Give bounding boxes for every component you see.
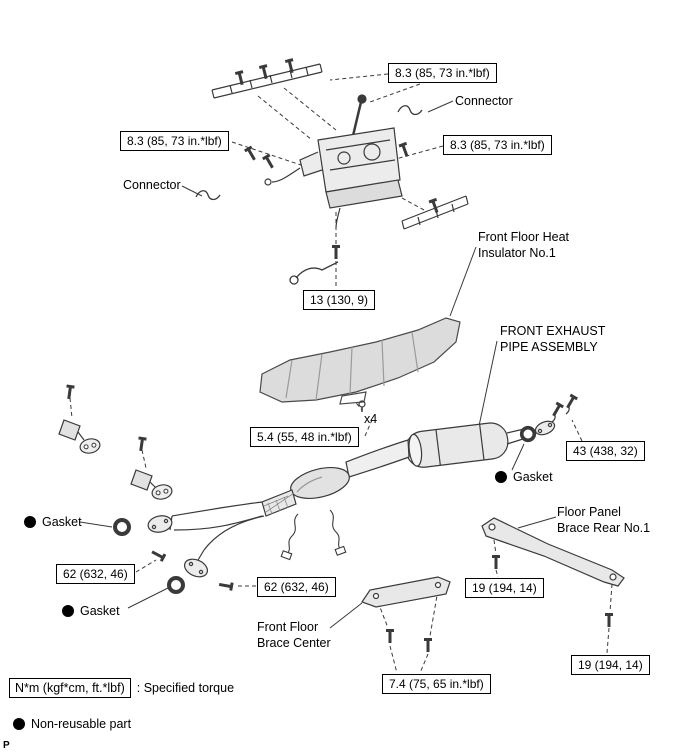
bolt-icon (64, 384, 75, 400)
bolt-icon (564, 393, 578, 410)
label-connector-left: Connector (123, 178, 181, 192)
hanger-bracket-drawing (58, 419, 157, 491)
front-floor-brace-center-drawing (361, 576, 451, 608)
gasket-ring-icon (519, 425, 537, 443)
gasket-label-text: Gasket (42, 515, 82, 529)
torque-spec-box: 7.4 (75, 65 in.*lbf) (382, 674, 491, 695)
bolt-icon (424, 638, 432, 652)
bolt-icon (428, 197, 441, 214)
torque-legend: N*m (kgf*cm, ft.*lbf) : Specified torque (9, 678, 234, 698)
gasket-ring-icon (113, 518, 131, 536)
bolt-icon (550, 401, 564, 418)
non-reusable-dot-icon (24, 516, 36, 529)
gasket-label-text: Gasket (80, 604, 120, 618)
rubber-hanger-icon (78, 436, 102, 456)
bolt-icon (136, 436, 147, 452)
label-floor-panel-brace: Floor Panel Brace Rear No.1 (557, 505, 651, 536)
bolt-icon (605, 613, 613, 627)
torque-spec-box: 62 (632, 46) (257, 577, 336, 598)
label-gasket-left: Gasket (24, 514, 82, 530)
torque-spec-box: 19 (194, 14) (465, 578, 544, 599)
bolt-icon (492, 555, 500, 569)
bolt-icon (244, 145, 258, 162)
torque-spec-box: 8.3 (85, 73 in.*lbf) (120, 131, 229, 152)
torque-spec-box: 43 (438, 32) (566, 441, 645, 462)
non-reusable-dot-icon (495, 471, 507, 484)
label-gasket-right: Gasket (495, 469, 553, 485)
connector-left-drawing (195, 190, 221, 201)
assembly-dash-lines (69, 73, 613, 674)
torque-spec-box: 8.3 (85, 73 in.*lbf) (388, 63, 497, 84)
heat-insulator-drawing (259, 317, 461, 405)
shift-cable-drawing (289, 261, 339, 285)
torque-unit-box: N*m (kgf*cm, ft.*lbf) (9, 678, 131, 698)
torque-unit-description: : Specified torque (136, 681, 235, 695)
label-gasket-lower: Gasket (62, 603, 120, 619)
bolt-icon (332, 245, 340, 259)
page-marker: P (3, 740, 10, 751)
label-exhaust-assembly: FRONT EXHAUST PIPE ASSEMBLY (500, 324, 606, 355)
bolt-icon (150, 548, 167, 562)
torque-spec-box: 62 (632, 46) (56, 564, 135, 585)
label-heat-insulator: Front Floor Heat Insulator No.1 (478, 230, 570, 261)
torque-spec-box: 19 (194, 14) (571, 655, 650, 676)
non-reusable-dot-icon (62, 605, 74, 618)
bolt-icon (386, 629, 394, 643)
label-front-floor-brace: Front Floor Brace Center (257, 620, 331, 651)
exhaust-pipe-assembly-drawing (147, 422, 525, 578)
torque-spec-box: 13 (130, 9) (303, 290, 376, 311)
label-clip-count: x4 (364, 412, 378, 426)
non-reusable-dot-icon (13, 718, 25, 731)
non-reusable-legend: Non-reusable part (13, 716, 131, 732)
non-reusable-text: Non-reusable part (31, 717, 132, 731)
gasket-ring-icon (167, 576, 185, 594)
torque-spec-box: 8.3 (85, 73 in.*lbf) (443, 135, 552, 156)
sensor-wire-drawing (280, 509, 347, 561)
floor-panel-brace-rear-drawing (481, 517, 625, 587)
gasket-label-text: Gasket (513, 470, 553, 484)
torque-spec-box: 5.4 (55, 48 in.*lbf) (250, 427, 359, 448)
bolt-icon (284, 58, 297, 74)
bolt-icon (258, 64, 271, 80)
bolt-icon (234, 70, 247, 86)
tailpipe-mount-drawing (534, 400, 573, 436)
connector-top-drawing (397, 105, 423, 116)
bolt-icon (218, 580, 234, 591)
shift-lever-assembly-drawing (264, 94, 403, 229)
label-connector-top: Connector (455, 94, 513, 108)
leader-lines (79, 100, 557, 629)
